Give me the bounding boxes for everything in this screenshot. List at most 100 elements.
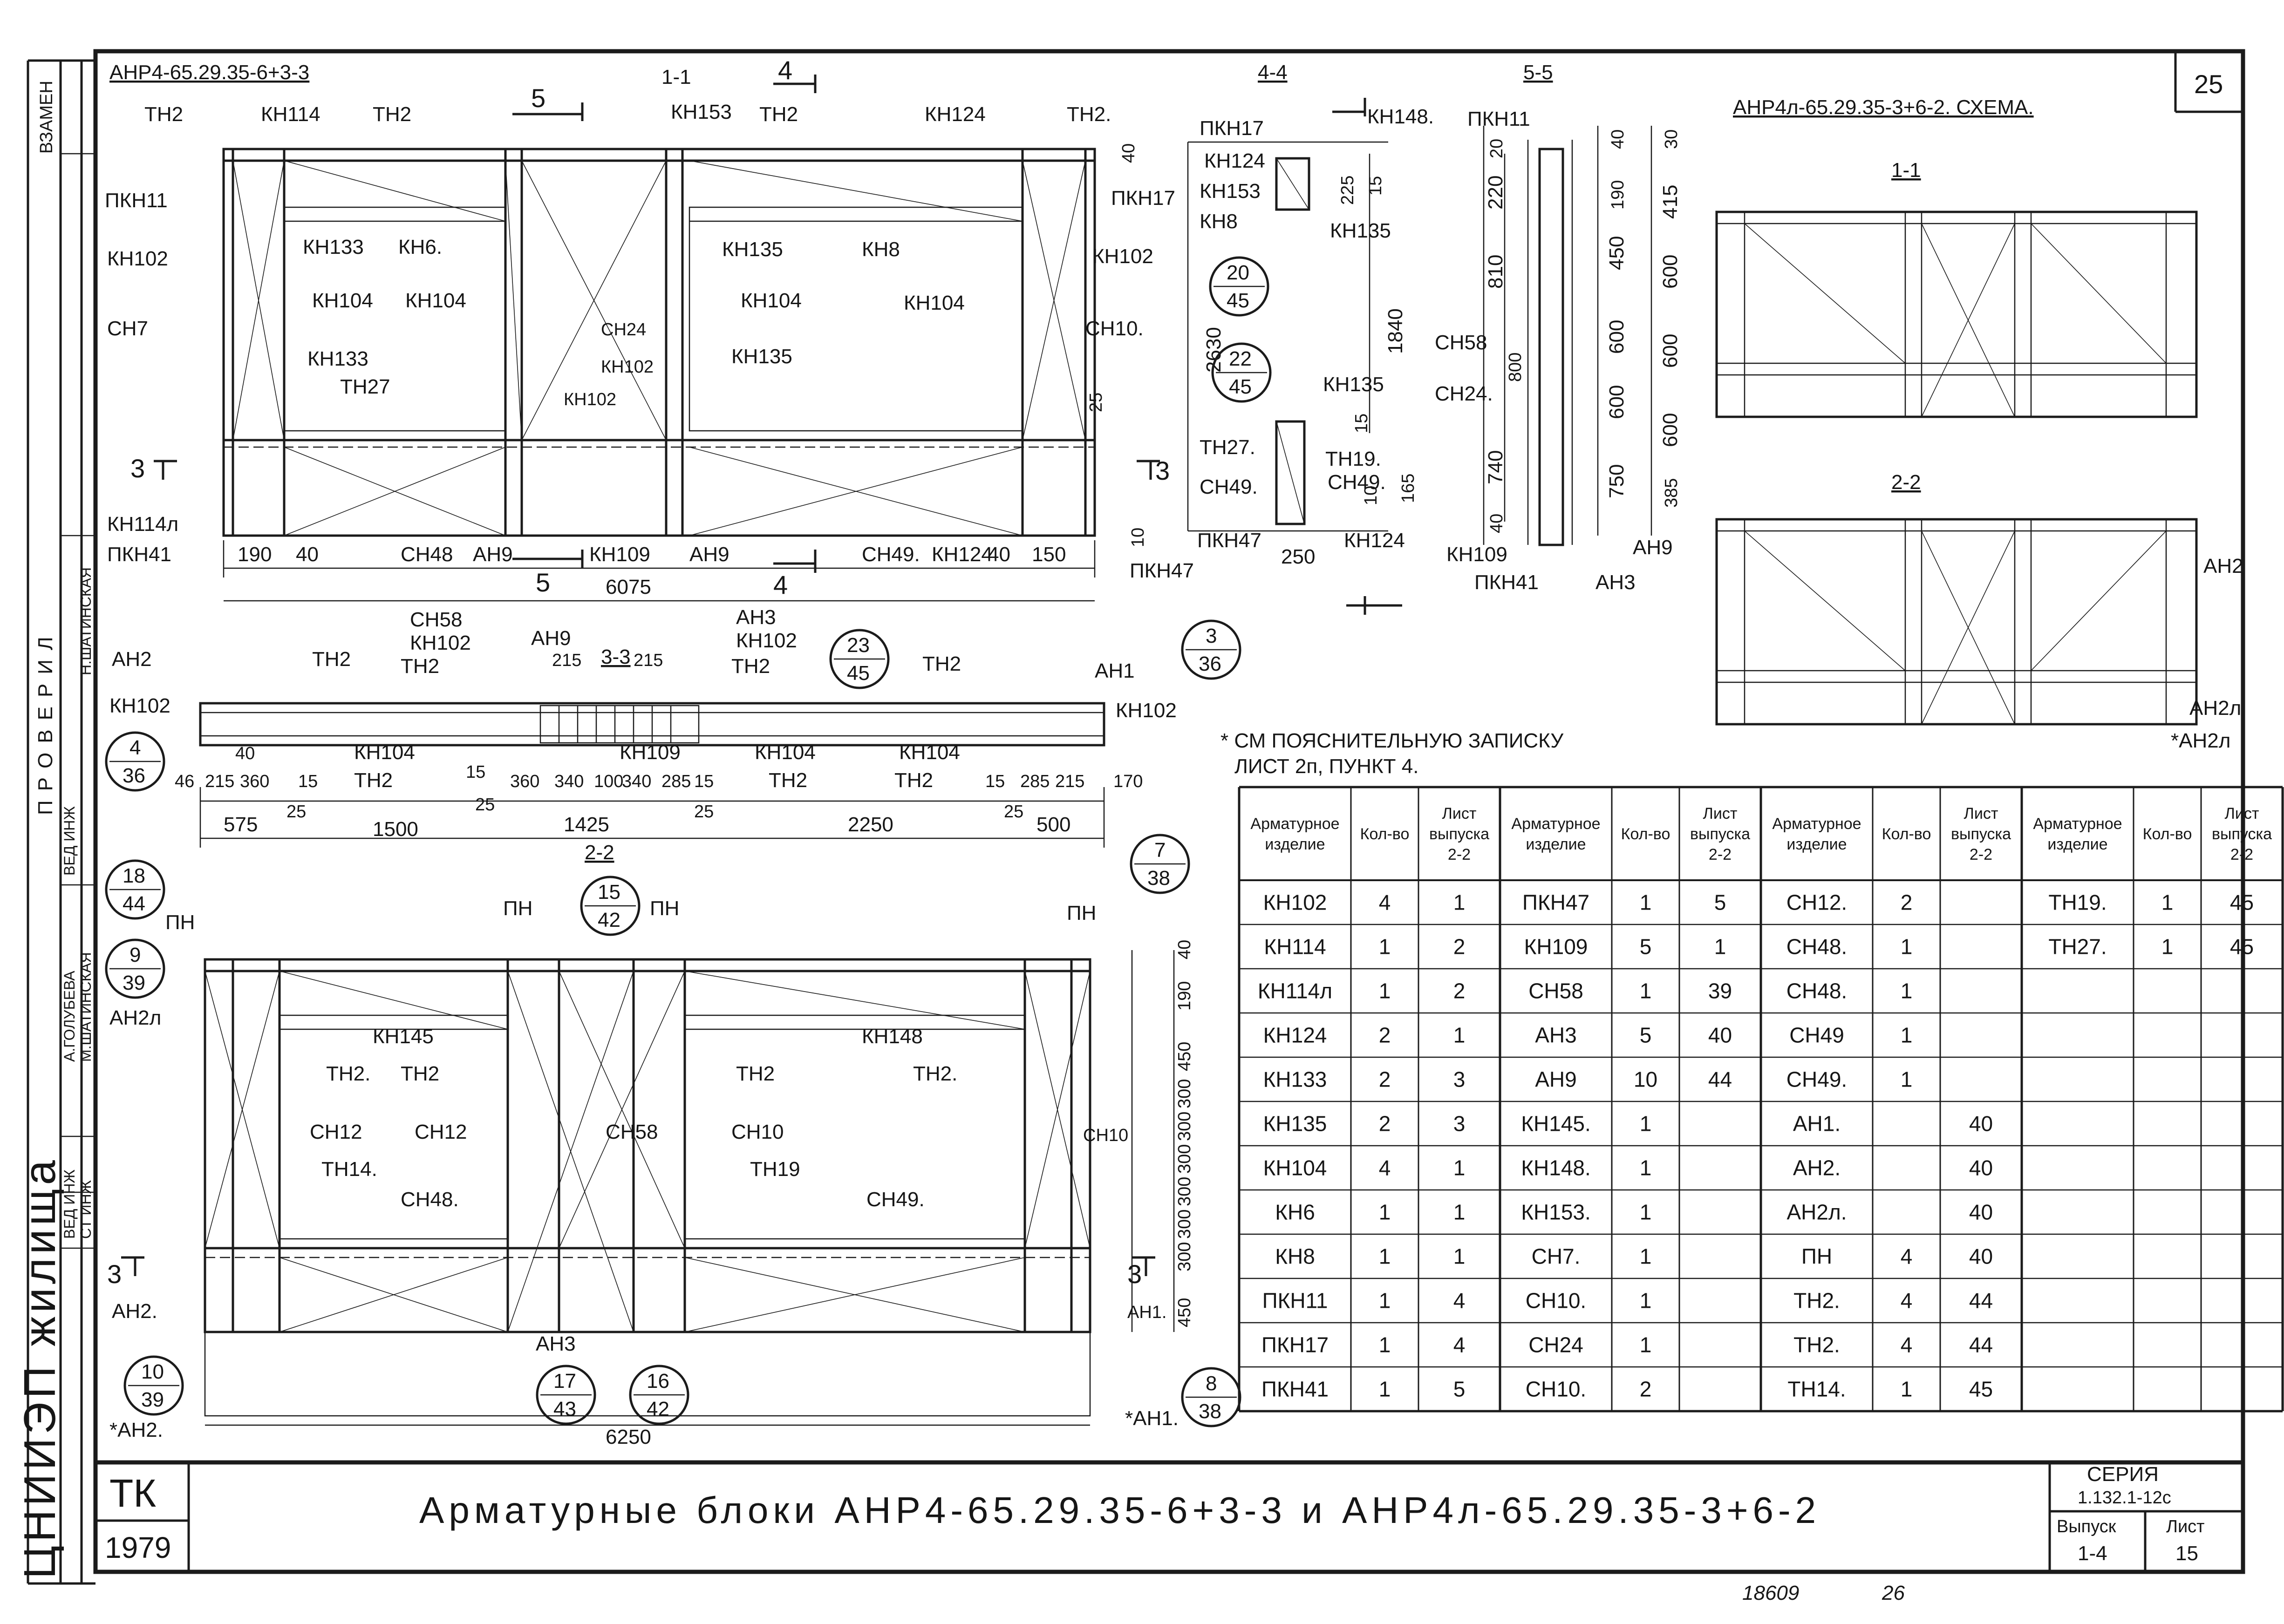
strip-name-1: Н.ШАТИНСКАЯ <box>77 567 94 675</box>
table-header-cell: выпуска <box>2212 825 2272 843</box>
section-3-3-title: 3-3 <box>601 646 631 668</box>
table-qty-cell: 4 <box>1901 1333 1913 1357</box>
s55-kn109: КН109 <box>1446 543 1507 566</box>
table-header-cell: Кол-во <box>1360 825 1410 843</box>
table-header-cell: Лист <box>1442 805 1477 822</box>
s44-th19: ТН19. <box>1325 448 1381 470</box>
label-kn124-b: КН124 <box>932 543 993 566</box>
main-view-title: АНР4-65.29.35-6+3-3 <box>109 61 309 84</box>
s55-ch58: СН58 <box>1435 331 1487 354</box>
label-kn133-a: КН133 <box>303 236 364 258</box>
s44-pkn47-b: ПКН47 <box>1130 559 1194 582</box>
table-item-cell: ТН19. <box>2048 890 2107 915</box>
cut-3-left: 3 <box>130 454 145 483</box>
table-sheet-cell: 40 <box>1708 1023 1732 1047</box>
table-item-cell: КН114 <box>1264 935 1326 959</box>
table-header-cell: Лист <box>1964 805 1998 822</box>
table-item-cell: СН48. <box>1786 979 1847 1003</box>
low-d-300-e: 300 <box>1175 1210 1194 1239</box>
s33-d-575: 575 <box>224 813 258 836</box>
table-sheet-cell: 44 <box>1708 1067 1732 1092</box>
low-an2: АН2. <box>112 1300 157 1323</box>
low-pn-c: ПН <box>650 897 679 920</box>
s55-r2-30: 30 <box>1662 129 1681 149</box>
table-item-cell: СН12. <box>1786 890 1847 915</box>
cut-3-right: 3 <box>1155 456 1170 485</box>
s33-kn104-c: КН104 <box>899 741 960 764</box>
table-sheet-cell: 45 <box>2230 935 2254 959</box>
table-qty-cell: 1 <box>1640 1156 1652 1180</box>
svg-text:36: 36 <box>1199 652 1221 675</box>
section-4-4: 4-4 <box>1187 61 1402 615</box>
dim-190: 190 <box>238 543 272 566</box>
table-qty-cell: 1 <box>1901 1023 1913 1047</box>
low-an1: АН1. <box>1127 1303 1166 1322</box>
sheet-label: Лист <box>2166 1517 2205 1536</box>
table-header-cell: изделие <box>1265 836 1325 853</box>
s33-kn102-a: КН102 <box>410 632 471 654</box>
table-item-cell: СН49 <box>1789 1023 1844 1047</box>
s44-dim-15-b: 15 <box>1352 414 1371 433</box>
series-label: СЕРИЯ <box>2087 1463 2159 1486</box>
table-sheet-cell: 4 <box>1453 1289 1466 1313</box>
table-item-cell: КН114л <box>1258 979 1332 1003</box>
svg-text:10: 10 <box>141 1360 164 1383</box>
label-th2-c: ТН2 <box>759 103 798 126</box>
s55-l-220: 220 <box>1484 176 1507 210</box>
s55-r-600-b: 600 <box>1605 385 1628 419</box>
svg-text:45: 45 <box>1229 375 1252 398</box>
s55-r-750: 750 <box>1605 464 1628 498</box>
table-item-cell: КН109 <box>1524 935 1588 959</box>
table-item-cell: АН1. <box>1793 1112 1841 1136</box>
table-qty-cell: 1 <box>1640 979 1652 1003</box>
table-item-cell: ПКН47 <box>1522 890 1589 915</box>
main-frame-view: АНР4-65.29.35-6+3-3 1-1 <box>109 61 1160 602</box>
table-sheet-cell: 2 <box>1453 935 1466 959</box>
s33-kn104-b: КН104 <box>755 741 816 764</box>
label-ch24: СН24 <box>601 320 646 340</box>
table-item-cell: КН104 <box>1263 1156 1327 1180</box>
label-th27: ТН27 <box>340 375 390 398</box>
table-sheet-cell: 1 <box>1453 1156 1466 1180</box>
s44-kn148: КН148. <box>1367 105 1434 128</box>
svg-text:43: 43 <box>553 1398 576 1420</box>
s55-l-800: 800 <box>1506 353 1525 382</box>
s33-kn102-b: КН102 <box>736 629 797 652</box>
table-qty-cell: 1 <box>1379 979 1391 1003</box>
low-an2l: АН2л <box>109 1006 161 1029</box>
low-th2-a: ТН2. <box>326 1062 370 1085</box>
low-d-300-c: 300 <box>1175 1144 1194 1174</box>
table-sheet-cell: 5 <box>1453 1377 1466 1401</box>
s33-d-215-d: 215 <box>1055 772 1084 791</box>
s33-d-25-c: 25 <box>694 802 714 822</box>
s44-kn124-b: КН124 <box>1344 529 1405 552</box>
s33-d-15-b: 15 <box>466 762 485 782</box>
svg-text:22: 22 <box>1229 347 1252 370</box>
table-header-cell: выпуска <box>1690 825 1750 843</box>
section-3-3: 3-3 <box>199 646 1105 848</box>
table-qty-cell: 1 <box>1640 1244 1652 1269</box>
label-ch48: СН48 <box>401 543 453 566</box>
note-line-2: ЛИСТ 2п, ПУНКТ 4. <box>1234 755 1418 778</box>
label-kn102-c: КН102 <box>601 357 654 377</box>
s33-th2-b: ТН2 <box>401 655 439 678</box>
low-th14: ТН14. <box>321 1158 377 1181</box>
table-header-cell: Лист <box>2225 805 2259 822</box>
s55-l-40: 40 <box>1487 514 1507 533</box>
s55-r-600-a: 600 <box>1605 320 1628 354</box>
label-th2-d: ТН2. <box>1067 103 1111 126</box>
s55-r2-415: 415 <box>1659 185 1682 219</box>
s55-r-40: 40 <box>1608 129 1628 149</box>
table-qty-cell: 2 <box>1640 1377 1652 1401</box>
dim-40-a: 40 <box>296 543 319 566</box>
s33-d-215-a: 215 <box>552 651 581 670</box>
low-d-300-d: 300 <box>1175 1177 1194 1206</box>
svg-text:4: 4 <box>130 736 141 759</box>
table-header-cell: Арматурное <box>2033 815 2122 833</box>
low-an3: АН3 <box>536 1332 576 1355</box>
issue-label: Выпуск <box>2057 1517 2116 1536</box>
table-header-cell: Кол-во <box>1621 825 1670 843</box>
s33-ch58: СН58 <box>410 608 463 631</box>
schema-1-1-title: 1-1 <box>1891 159 1921 182</box>
